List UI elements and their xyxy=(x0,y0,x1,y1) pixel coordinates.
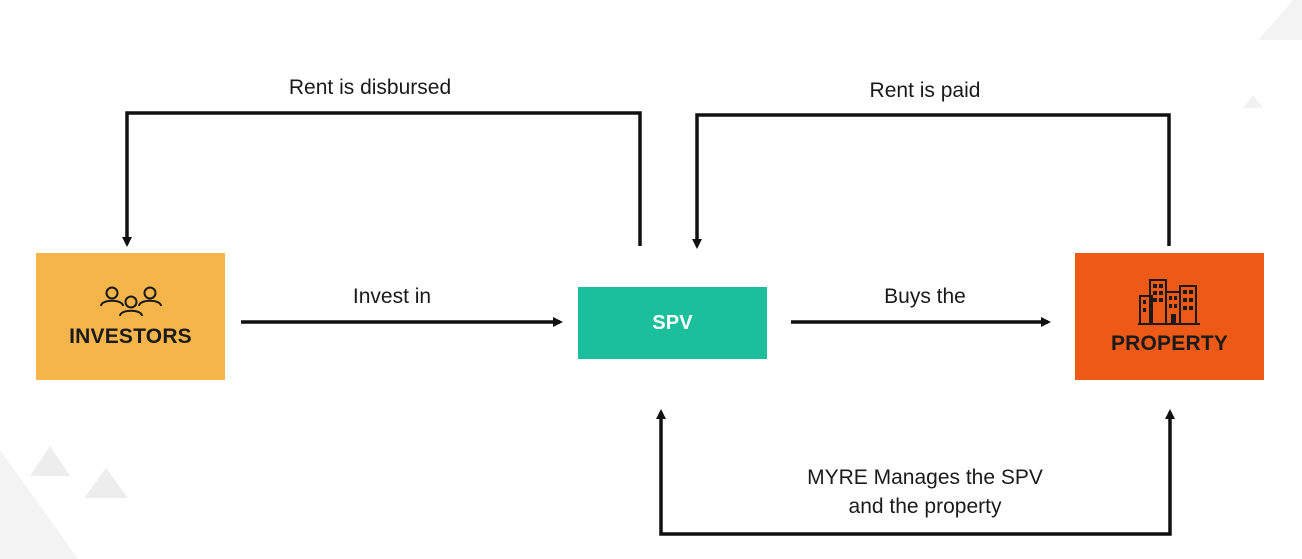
arrow-rent-disbursed xyxy=(122,111,642,247)
edge-label-invest-in: Invest in xyxy=(352,285,432,308)
corner-triangle-bottom-left xyxy=(0,450,78,559)
edge-label-rent-paid: Rent is paid xyxy=(869,79,981,102)
edge-label-buys-the: Buys the xyxy=(884,285,966,308)
property-node: PROPERTY xyxy=(1075,253,1264,380)
spv-node: SPV xyxy=(578,287,767,359)
edge-label-myre-line2: and the property xyxy=(848,495,1002,518)
investors-label: INVESTORS xyxy=(69,324,192,348)
small-triangle-bottom-left-2 xyxy=(84,468,128,498)
edge-label-myre-line1: MYRE Manages the SPV xyxy=(807,466,1043,489)
corner-triangle-top-right xyxy=(1258,0,1302,40)
people-group-icon xyxy=(99,286,162,316)
edge-label-rent-disbursed: Rent is disbursed xyxy=(288,76,452,99)
spv-label: SPV xyxy=(652,311,693,334)
investors-node: INVESTORS xyxy=(36,253,225,380)
arrow-myre-manages-left xyxy=(656,409,915,536)
small-triangle-top-right xyxy=(1243,95,1263,108)
small-triangle-bottom-left-1 xyxy=(30,446,70,476)
buildings-icon xyxy=(1137,278,1200,325)
edge-label-myre-manages: MYRE Manages the SPV and the property xyxy=(770,463,1080,521)
arrow-rent-paid xyxy=(692,113,1171,249)
arrow-myre-manages-right xyxy=(915,409,1175,536)
property-label: PROPERTY xyxy=(1110,331,1229,355)
